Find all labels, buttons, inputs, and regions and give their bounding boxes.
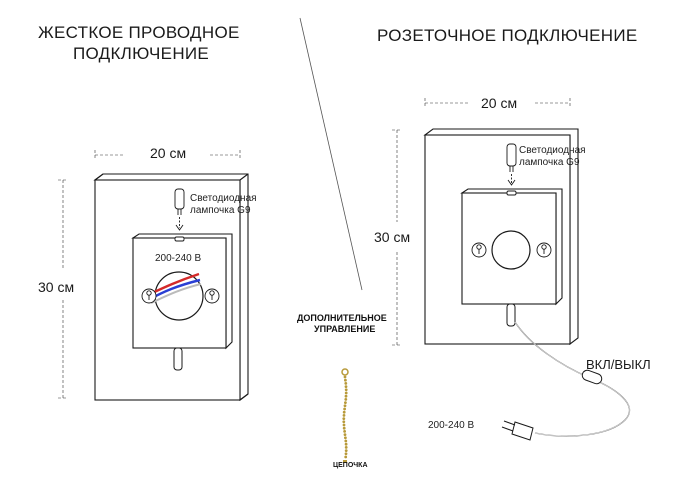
chain-bead [342,417,346,420]
right-keyhole-left [471,242,487,258]
right-title: РОЗЕТОЧНОЕ ПОДКЛЮЧЕНИЕ [377,26,638,45]
divider-line [299,17,363,291]
chain-bead [343,430,346,433]
right-power-cable-inner [514,321,630,437]
chain-bead [344,391,348,395]
switch-icon [581,369,603,385]
right-stem [506,303,516,327]
left-opening [154,271,204,321]
chain-bead [343,404,347,408]
left-height-label: 30 см [38,279,75,295]
right-socket [506,190,517,196]
right-bulb [506,143,517,172]
right-opening [491,230,531,270]
chain-icon [341,368,349,463]
left-title-line1: ЖЕСТКОЕ ПРОВОДНОЕ [38,23,240,42]
chain-bead [343,433,347,436]
chain-bead [344,394,348,398]
right-dimension-lines [392,98,571,346]
left-width-label: 20 см [150,145,187,161]
left-title-line2: ПОДКЛЮЧЕНИЕ [73,44,210,63]
right-bulb-label-line2: лампочка G9 [519,157,580,168]
left-keyhole-right [204,288,220,304]
right-width-label: 20 см [481,95,518,111]
left-socket [174,236,185,242]
left-bulb-label-line1: Светодиодная [190,193,257,204]
left-bulb [174,188,185,215]
chain-bead [344,455,348,459]
chain-bead [344,449,348,452]
chain-bead [342,410,346,414]
chain-bead [343,375,347,379]
left-keyhole-left [141,288,157,304]
chain-bead [342,420,346,424]
chain-bead [344,446,348,449]
chain-label: ЦЕПОЧКА [333,462,368,469]
chain-bead [344,388,348,392]
chain-bead [342,423,346,427]
right-keyhole-right [536,242,552,258]
chain-bead [342,414,346,417]
chain-bead [342,426,346,430]
extra-title-line2: УПРАВЛЕНИЕ [314,324,376,334]
left-wire-white [150,283,202,304]
right-height-label: 30 см [374,229,411,245]
chain-bead [344,442,348,446]
left-voltage-label: 200-240 В [155,253,202,264]
left-bulb-label-line2: лампочка G9 [190,205,251,216]
chain-bead [344,401,347,404]
chain-bead [344,398,348,401]
plug-icon [501,420,534,441]
left-stem [173,347,183,371]
chain-bead [344,385,348,388]
left-dimension-lines [58,150,241,399]
chain-bead [344,439,348,443]
chain-bead [344,382,348,385]
chain-bead [344,436,347,440]
chain-bead [344,452,348,456]
right-bulb-arrow [507,174,516,186]
extra-title-line1: ДОПОЛНИТЕЛЬНОЕ [297,313,387,323]
switch-label: ВКЛ/ВЫКЛ [586,357,651,372]
right-voltage-label: 200-240 В [428,420,475,431]
chain-bead [343,407,346,411]
left-bulb-arrow [175,217,184,231]
chain-bead [344,378,347,382]
right-bulb-label-line1: Светодиодная [519,145,586,156]
chain-end [343,460,347,463]
